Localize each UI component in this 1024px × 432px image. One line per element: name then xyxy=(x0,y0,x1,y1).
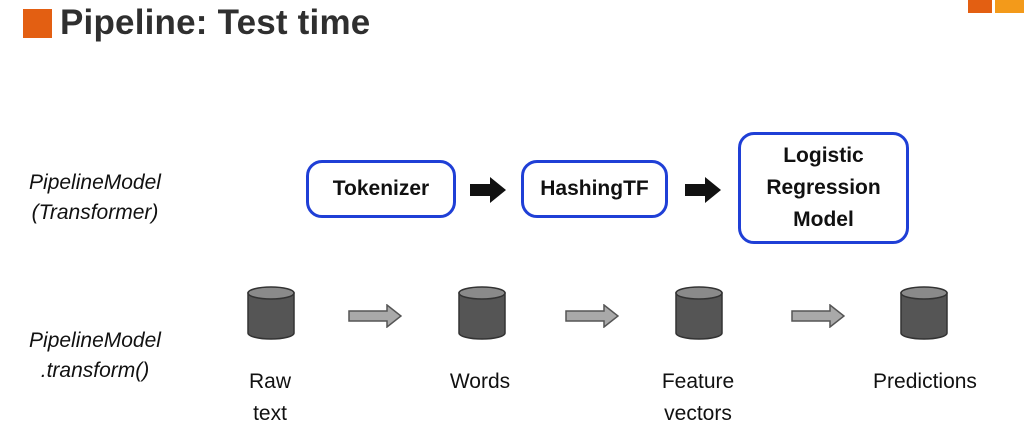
row-label-transformer: PipelineModel (Transformer) xyxy=(5,168,185,228)
data-label-raw-text: Raw text xyxy=(170,366,370,430)
data-label-line: Feature xyxy=(661,370,735,393)
stage-label: HashingTF xyxy=(540,177,649,200)
data-label-words: Words xyxy=(380,366,580,398)
database-icon xyxy=(900,286,948,340)
database-icon xyxy=(458,286,506,340)
gray-right-arrow-icon xyxy=(348,304,402,328)
data-label-predictions: Predictions xyxy=(825,366,1024,398)
data-label-line: vectors xyxy=(664,402,732,425)
row-label-line: .transform() xyxy=(40,359,150,382)
gray-right-arrow-icon xyxy=(791,304,845,328)
database-icon xyxy=(675,286,723,340)
gray-right-arrow-icon xyxy=(565,304,619,328)
stage-box-logistic-regression-model: Logistic Regression Model xyxy=(738,132,909,244)
data-label-line: Words xyxy=(449,370,511,393)
row-label-line: PipelineModel xyxy=(29,329,161,352)
corner-accent-icon xyxy=(995,0,1024,13)
stage-label: Logistic xyxy=(783,144,864,167)
stage-label: Model xyxy=(793,208,854,231)
stage-label: Tokenizer xyxy=(332,177,430,200)
database-icon xyxy=(247,286,295,340)
row-label-line: (Transformer) xyxy=(31,201,159,224)
data-label-line: Predictions xyxy=(873,370,977,393)
corner-accent-icon xyxy=(968,0,992,13)
title-square-icon xyxy=(23,9,52,38)
row-label-transform: PipelineModel .transform() xyxy=(5,326,185,386)
black-right-arrow-icon xyxy=(685,177,721,203)
data-label-line: text xyxy=(253,402,287,425)
stage-box-tokenizer: Tokenizer xyxy=(306,160,456,218)
data-label-line: Raw xyxy=(248,370,291,393)
stage-box-hashingtf: HashingTF xyxy=(521,160,668,218)
page-title: Pipeline: Test time xyxy=(60,3,371,42)
black-right-arrow-icon xyxy=(470,177,506,203)
data-label-feature-vectors: Feature vectors xyxy=(598,366,798,430)
stage-label: Regression xyxy=(766,176,881,199)
row-label-line: PipelineModel xyxy=(29,171,161,194)
